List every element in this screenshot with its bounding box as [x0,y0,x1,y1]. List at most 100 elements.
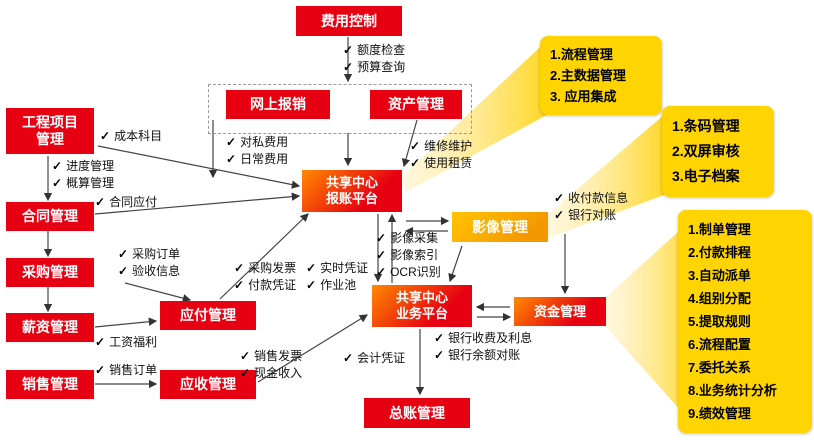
arrow-asset-to-platform [401,119,418,168]
arrow-contract-to-platform [94,192,301,215]
check-icon: ✓ [95,195,106,209]
callout-imaging-features: 1.条码管理 2.双屏审核 3.电子档案 [662,106,774,197]
checklist-item-label: 银行对账 [568,208,617,222]
checklist-item-label: 银行收费及利息 [448,331,533,345]
arrow-ar-to-business [257,314,369,383]
callout-item: 5.提取规则 [688,314,751,329]
node-asset-management: 资产管理 [370,90,462,119]
callout-item: 7.委托关系 [688,360,751,375]
node-ap-management: 应付管理 [160,301,256,330]
checklist-project: ✓进度管理 ✓概算管理 [52,158,114,192]
node-sales-management: 销售管理 [6,370,94,399]
arrow-payroll-to-ap [94,317,158,328]
check-icon: ✓ [434,331,445,345]
callout-item: 2.双屏审核 [672,143,740,159]
checklist-imaging: ✓影像采集 ✓影像索引 ✓OCR识别 [376,230,441,281]
checklist-item-label: 付款凭证 [248,278,297,292]
check-icon: ✓ [100,129,111,143]
callout-item: 8.业务统计分析 [688,383,777,398]
checklist-asset: ✓维修维护 ✓使用租赁 [410,138,472,172]
checklist-item-label: 采购发票 [248,261,297,275]
checklist-item-label: 工资福利 [109,335,158,349]
check-icon: ✓ [410,139,421,153]
checklist-item-label: 影像采集 [390,231,439,245]
checklist-item-label: 影像索引 [390,248,439,262]
node-imaging-management: 影像管理 [452,212,548,242]
checklist-voucher: ✓会计凭证 [343,350,405,367]
node-business-platform: 共享中心 业务平台 [372,285,472,327]
checklist-sales-order: ✓销售订单 [95,362,157,379]
checklist-item-label: OCR识别 [390,265,441,279]
check-icon: ✓ [52,159,63,173]
callout-treasury-features: 1.制单管理 2.付款排程 3.自动派单 4.组别分配 5.提取规则 6.流程配… [678,210,812,433]
checklist-item-label: 采购订单 [132,247,181,261]
arrow-purchase-to-ap [124,282,192,303]
node-fee-control: 费用控制 [296,6,402,36]
callout-platform-features: 1.流程管理 2.主数据管理 3. 应用集成 [540,36,662,115]
checklist-item-label: 收付款信息 [568,191,629,205]
check-icon: ✓ [234,261,245,275]
check-icon: ✓ [306,278,317,292]
checklist-realtime: ✓实时凭证 ✓作业池 [306,260,368,294]
checklist-sales-invoice: ✓销售发票 ✓现金收入 [240,348,302,382]
check-icon: ✓ [118,264,129,278]
callout-item: 2.付款排程 [688,245,751,260]
checklist-fee-control: ✓额度检查 ✓预算查询 [343,42,405,76]
highlight-beam-treasury [605,212,700,432]
check-icon: ✓ [240,349,251,363]
arrow-imaging-to-business [448,245,463,283]
callout-item: 2.主数据管理 [550,68,626,83]
check-icon: ✓ [240,366,251,380]
check-icon: ✓ [234,278,245,292]
checklist-item-label: 成本科目 [114,129,163,143]
highlight-beam-imaging [548,108,672,238]
checklist-purchase: ✓采购订单 ✓验收信息 [118,246,180,280]
checklist-bank-fee: ✓银行收费及利息 ✓银行余额对账 [434,330,532,364]
checklist-salary: ✓工资福利 [95,334,157,351]
checklist-bank-info: ✓收付款信息 ✓银行对账 [554,190,628,224]
node-online-expense: 网上报销 [226,90,330,119]
checklist-contract: ✓合同应付 [95,194,157,211]
checklist-online-expense: ✓对私费用 ✓日常费用 [226,134,288,168]
check-icon: ✓ [343,351,354,365]
checklist-cost-subject: ✓成本科目 [100,128,162,145]
node-purchase-management: 采购管理 [6,258,94,287]
checklist-item-label: 销售订单 [109,363,158,377]
check-icon: ✓ [376,248,387,262]
check-icon: ✓ [434,348,445,362]
arrow-project-to-platform [97,145,301,189]
node-expense-platform: 共享中心 报账平台 [302,170,402,212]
callout-item: 6.流程配置 [688,337,751,352]
check-icon: ✓ [410,156,421,170]
online-expense-asset-group [208,84,472,134]
checklist-item-label: 会计凭证 [357,351,406,365]
callout-item: 1.流程管理 [550,47,613,62]
checklist-item-label: 实时凭证 [320,261,369,275]
checklist-item-label: 使用租赁 [424,156,473,170]
check-icon: ✓ [554,191,565,205]
checklist-item-label: 销售发票 [254,349,303,363]
arrow-ap-to-platform [219,213,309,300]
callout-item: 1.条码管理 [672,118,740,134]
checklist-item-label: 日常费用 [240,152,289,166]
checklist-item-label: 合同应付 [109,195,158,209]
callout-item: 3.自动派单 [688,268,751,283]
check-icon: ✓ [95,363,106,377]
checklist-item-label: 对私费用 [240,135,289,149]
callout-item: 9.绩效管理 [688,406,751,421]
callout-item: 3. 应用集成 [550,89,617,104]
check-icon: ✓ [226,135,237,149]
check-icon: ✓ [118,247,129,261]
callout-item: 4.组别分配 [688,291,751,306]
node-payroll-management: 薪资管理 [6,313,94,342]
check-icon: ✓ [554,208,565,222]
check-icon: ✓ [376,265,387,279]
check-icon: ✓ [343,43,354,57]
node-treasury-management: 资金管理 [514,297,606,326]
callout-item: 3.电子档案 [672,168,740,184]
checklist-item-label: 作业池 [320,278,357,292]
checklist-item-label: 进度管理 [66,159,115,173]
checklist-item-label: 验收信息 [132,264,181,278]
checklist-item-label: 概算管理 [66,176,115,190]
